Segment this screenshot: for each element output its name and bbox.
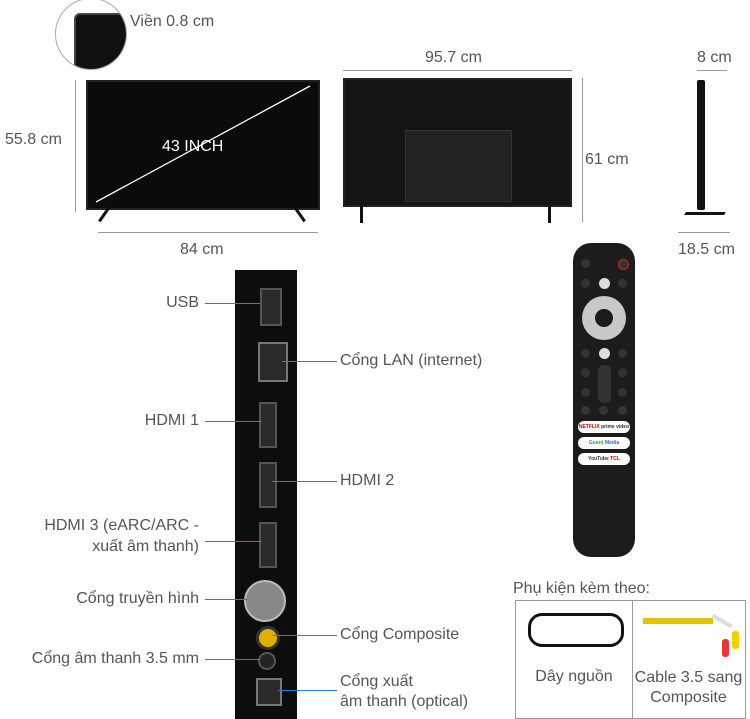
- composite-cable-image: [643, 618, 713, 624]
- usb-label: USB: [166, 294, 199, 311]
- bezel-inset: [55, 0, 127, 70]
- hdmi3-label-line2: xuất âm thanh): [92, 538, 199, 555]
- audio35-port: [258, 652, 276, 670]
- antenna-label: Cổng truyền hình: [76, 590, 199, 607]
- power-cord-image: [528, 613, 624, 647]
- app-button-guard-media: Guard Media: [578, 437, 630, 449]
- hdmi2-port: [259, 462, 277, 508]
- audio35-label: Cổng âm thanh 3.5 mm: [31, 650, 199, 667]
- hdmi3-label-line1: HDMI 3 (eARC/ARC -: [44, 517, 199, 534]
- optical-label-line1: Cổng xuất: [340, 673, 413, 690]
- lan-label: Cổng LAN (internet): [340, 352, 483, 369]
- accessory-power-cord: Dây nguồn: [535, 668, 613, 685]
- hdmi2-label: HDMI 2: [340, 472, 395, 489]
- composite-port: [256, 626, 280, 650]
- composite-label: Cổng Composite: [340, 626, 460, 643]
- back-height-label: 61 cm: [585, 151, 629, 168]
- accessory-composite-cable: Cable 3.5 sang Composite: [634, 669, 743, 706]
- side-depth-label: 8 cm: [697, 49, 732, 66]
- side-stand-label: 18.5 cm: [678, 241, 735, 258]
- tv-side: [697, 80, 705, 210]
- hdmi1-port: [259, 402, 277, 448]
- accessories-title: Phụ kiện kèm theo:: [513, 580, 650, 597]
- antenna-port: [244, 580, 286, 622]
- diagonal-label: 43 INCH: [162, 138, 224, 155]
- diagonal-arrow: [95, 85, 311, 203]
- hdmi1-label: HDMI 1: [144, 412, 199, 429]
- tv-back: [343, 78, 572, 207]
- app-button-netflix-prime: NETFLIX prime video: [578, 421, 630, 433]
- app-button-youtube-tcl: YouTube TCL: [578, 453, 630, 465]
- front-height-label: 55.8 cm: [5, 131, 62, 148]
- usb-port: [260, 288, 282, 326]
- back-width-label: 95.7 cm: [425, 49, 482, 66]
- optical-port: [256, 678, 282, 706]
- lan-port: [258, 342, 288, 382]
- bezel-label: Viền 0.8 cm: [130, 13, 215, 30]
- remote-control: NETFLIX prime video Guard Media YouTube …: [573, 243, 635, 557]
- front-width-label: 84 cm: [180, 241, 224, 258]
- accessories-table: Dây nguồn Cable 3.5 sang Composite: [515, 600, 746, 719]
- optical-label-line2: âm thanh (optical): [340, 693, 469, 710]
- hdmi3-port: [259, 522, 277, 568]
